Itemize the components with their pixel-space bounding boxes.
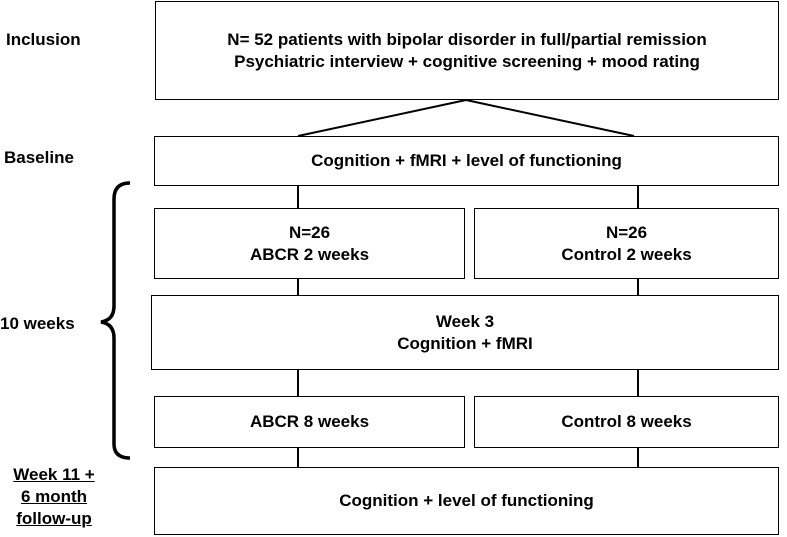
stage-label-followup: Week 11 + 6 month follow-up bbox=[4, 464, 104, 530]
inclusion-box-line-1: N= 52 patients with bipolar disorder in … bbox=[227, 29, 707, 49]
abcr-start-duration: ABCR 2 weeks bbox=[249, 244, 370, 264]
inclusion-box-line-2: Psychiatric interview + cognitive screen… bbox=[234, 51, 700, 71]
stage-label-inclusion: Inclusion bbox=[6, 30, 81, 49]
control-start-duration: Control 2 weeks bbox=[561, 244, 692, 264]
abcr-start-box: N=26 ABCR 2 weeks bbox=[154, 208, 465, 279]
baseline-box: Cognition + fMRI + level of functioning bbox=[154, 136, 779, 186]
week3-box: Week 3 Cognition + fMRI bbox=[151, 295, 779, 370]
followup-line-1: Week 11 + bbox=[13, 465, 95, 484]
control-8-box: Control 8 weeks bbox=[474, 396, 779, 448]
followup-line-3: follow-up bbox=[16, 509, 92, 528]
abcr-8-text: ABCR 8 weeks bbox=[249, 412, 370, 431]
connector-inclusion-right bbox=[465, 99, 635, 137]
control-start-box: N=26 Control 2 weeks bbox=[474, 208, 779, 279]
abcr-start-n: N=26 bbox=[288, 222, 331, 242]
control-8-text: Control 8 weeks bbox=[561, 412, 692, 431]
final-box: Cognition + level of functioning bbox=[154, 467, 779, 535]
stage-label-baseline: Baseline bbox=[4, 148, 74, 167]
control-start-n: N=26 bbox=[605, 222, 648, 242]
week3-content: Cognition + fMRI bbox=[397, 333, 533, 353]
connector-inclusion-left bbox=[297, 99, 467, 137]
baseline-box-text: Cognition + fMRI + level of functioning bbox=[311, 151, 622, 170]
followup-line-2: 6 month bbox=[20, 487, 88, 506]
week3-title: Week 3 bbox=[435, 311, 495, 331]
final-box-text: Cognition + level of functioning bbox=[339, 491, 594, 510]
stage-label-duration: 10 weeks bbox=[0, 314, 75, 333]
inclusion-box: N= 52 patients with bipolar disorder in … bbox=[155, 1, 779, 100]
ten-weeks-brace bbox=[100, 181, 131, 460]
abcr-8-box: ABCR 8 weeks bbox=[154, 396, 465, 448]
